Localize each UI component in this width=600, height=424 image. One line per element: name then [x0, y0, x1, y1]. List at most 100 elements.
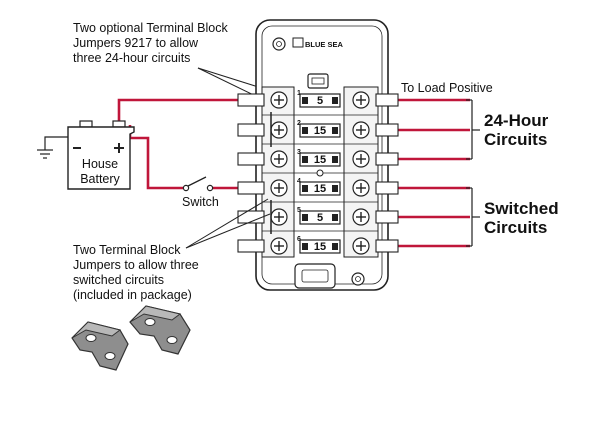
included-jumpers-pointer-b [185, 213, 271, 249]
terminal-jumper-right [129, 305, 191, 355]
right-spade-lug [375, 239, 399, 253]
fuse-rating: 5 [317, 95, 323, 107]
switch-contact-left [182, 184, 190, 192]
fuse-slot-number: 6 [297, 236, 301, 243]
fuse-blade-left [302, 185, 308, 192]
fuse-blade-left [302, 156, 308, 163]
switch-lever [187, 176, 207, 187]
top-indicator-window [307, 73, 329, 89]
fuse-rating: 15 [314, 125, 326, 137]
battery-positive-wire [117, 98, 240, 125]
battery-body [67, 126, 135, 190]
jumper-right-hole-1 [144, 318, 156, 326]
left-spade-lug [237, 181, 265, 195]
hour24-title-line-1: 24-Hour [484, 111, 549, 130]
switch: Switch [182, 176, 219, 209]
fuse-rating: 15 [314, 154, 326, 166]
fuse-row-2: 2 15 [237, 114, 399, 139]
fuse-blade-right [332, 127, 338, 134]
jumper-left-hole-1 [85, 334, 97, 342]
battery-label-line-2: Battery [80, 172, 120, 186]
jumper-left-top [71, 321, 122, 339]
left-spade-lug [237, 123, 265, 137]
blade-fuse [299, 181, 341, 196]
fuse-slot-number: 3 [297, 149, 301, 156]
optional-jumpers-line-1: Two optional Terminal Block [73, 21, 228, 35]
right-spade-lug [375, 210, 399, 224]
right-spade-lug [375, 123, 399, 137]
switch-contact-right [206, 184, 214, 192]
battery-positive-post [112, 120, 126, 128]
right-spade-lug [375, 152, 399, 166]
optional-jumpers-note: Two optional Terminal Block Jumpers 9217… [73, 21, 271, 104]
fuse-blade-left [302, 214, 308, 221]
fuse-row-6: 6 15 [237, 230, 399, 255]
terminal-jumper-left [71, 321, 129, 371]
left-spade-lug [237, 239, 265, 253]
included-jumpers-pointer-a [185, 198, 269, 249]
brand-name: BLUE SEA [305, 40, 344, 49]
fuse-blade-left [302, 97, 308, 104]
right-spade-lug [375, 93, 399, 107]
blade-fuse [299, 239, 341, 254]
ground-symbol [37, 136, 68, 159]
mount-hole-bottom [351, 272, 365, 286]
fuse-blade-right [332, 97, 338, 104]
left-spade-lug [237, 93, 265, 107]
blade-fuse [299, 210, 341, 225]
bottom-cover-tab [294, 263, 336, 289]
fuse-row-3: 3 15 [237, 143, 399, 168]
fuse-rating: 15 [314, 183, 326, 195]
included-jumpers-line-4: (included in package) [73, 288, 192, 302]
included-jumpers-line-1: Two Terminal Block [73, 243, 181, 257]
switched-title-line-1: Switched [484, 199, 559, 218]
battery-negative-post [79, 120, 93, 128]
included-jumpers-line-3: switched circuits [73, 273, 164, 287]
left-terminal-rail [261, 86, 295, 258]
right-terminal-rail [343, 86, 379, 258]
fuse-rating: 5 [317, 212, 323, 224]
optional-jumpers-line-3: three 24-hour circuits [73, 51, 190, 65]
switch-label: Switch [182, 195, 219, 209]
fuse-slot-number: 5 [297, 207, 301, 214]
fuse-blade-right [332, 185, 338, 192]
optional-jumpers-line-2: Jumpers 9217 to allow [73, 36, 199, 50]
hour24-title-line-2: Circuits [484, 130, 547, 149]
fuse-rating: 15 [314, 241, 326, 253]
fuse-blade-right [332, 156, 338, 163]
fuse-slot-number: 2 [297, 120, 301, 127]
brand-logo-icon [292, 37, 304, 48]
fuse-row-1: 15 [237, 90, 399, 109]
blade-fuse [299, 93, 341, 108]
left-spade-lug [237, 152, 265, 166]
fuse-row-5: 55 [237, 201, 399, 226]
blade-fuse [299, 152, 341, 167]
fuse-blade-right [332, 214, 338, 221]
load-positive-label: To Load Positive [401, 81, 493, 95]
switched-title-line-2: Circuits [484, 218, 547, 237]
fuse-blade-right [332, 243, 338, 250]
terminal-jumpers-illustration [71, 305, 191, 371]
fuse-blade-left [302, 243, 308, 250]
mount-hole-bottom-inner [355, 276, 361, 282]
ground-wire [44, 136, 68, 150]
house-battery: House Battery [67, 120, 135, 190]
fuse-slot-number: 1 [297, 90, 301, 97]
center-indicator-dot [316, 169, 324, 177]
hour24-bracket [466, 99, 480, 160]
jumper-right-hole-2 [166, 336, 178, 344]
top-indicator-inner [311, 77, 325, 85]
included-jumpers-line-2: Jumpers to allow three [73, 258, 199, 272]
mount-hole-top [272, 37, 286, 51]
switched-bracket [466, 187, 480, 247]
switch-feed-wire [128, 125, 183, 190]
fuse-slot-number: 4 [297, 178, 301, 185]
bottom-cover-inner [301, 269, 329, 283]
included-jumpers-note: Two Terminal Block Jumpers to allow thre… [73, 198, 271, 302]
fuse-row-4: 4 15 [237, 172, 399, 197]
right-spade-lug [375, 181, 399, 195]
mount-hole-top-inner [276, 41, 282, 47]
jumper-right-top [129, 305, 182, 323]
